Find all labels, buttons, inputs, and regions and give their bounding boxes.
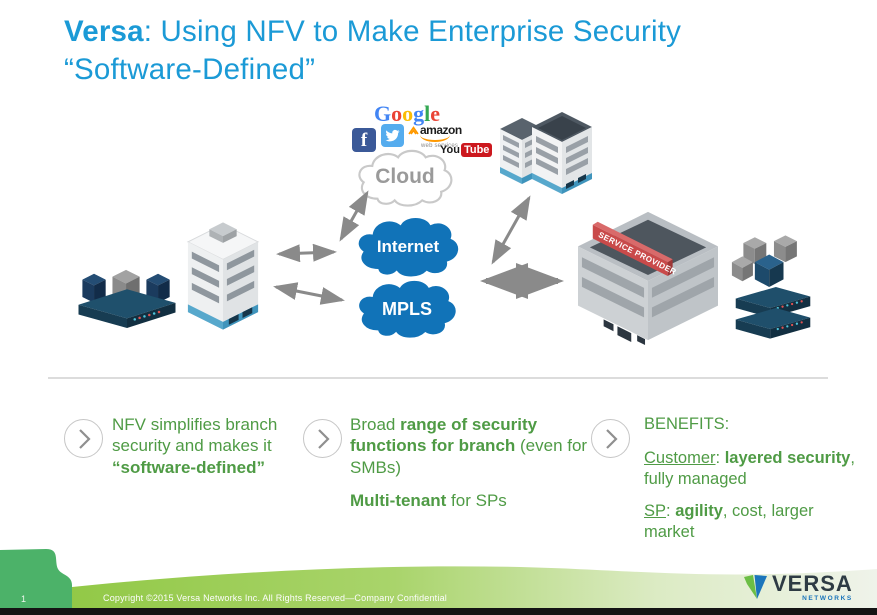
copyright-text: Copyright ©2015 Versa Networks Inc. All … <box>103 593 447 603</box>
facebook-icon: f <box>352 128 376 152</box>
sp-nfv-appliance-stack <box>731 235 811 339</box>
chevron-bullet-icon <box>64 419 103 458</box>
bullet-security-functions: Broad range of security functions for br… <box>350 414 588 512</box>
internet-cloud: Internet <box>351 213 465 281</box>
bullet-paragraph: Broad range of security functions for br… <box>350 415 588 477</box>
bullet-nfv-simplifies: NFV simplifies branch security and makes… <box>112 415 278 477</box>
chevron-bullet-icon <box>303 419 342 458</box>
base-doors <box>228 307 253 325</box>
amazon-wordmark: amazon <box>420 123 462 137</box>
arrow-branch-mpls <box>273 282 345 305</box>
amazon-smile-icon <box>420 135 450 142</box>
twitter-icon <box>381 124 404 147</box>
chevron-right-icon <box>605 428 618 449</box>
branch-office-building <box>186 222 260 330</box>
benefits-heading: BENEFITS: <box>644 415 730 433</box>
cloud-outline-icon <box>358 149 453 207</box>
bullet-paragraph: Multi-tenant for SPs <box>350 491 507 511</box>
mpls-cloud: MPLS <box>351 276 463 342</box>
footer-green-blob <box>0 549 72 608</box>
service-provider-building: SERVICE PROVIDER <box>578 211 718 346</box>
entrance-doors <box>603 319 646 346</box>
mpls-label: MPLS <box>381 299 432 319</box>
section-divider <box>48 377 828 379</box>
benefit-customer: Customer: layered security, fully manage… <box>644 448 855 488</box>
window-bands <box>581 257 715 318</box>
arrow-internet-hq <box>491 195 531 265</box>
twitter-bird-icon <box>385 129 400 142</box>
footer-wave <box>0 549 877 615</box>
youtube-logo: You Tube <box>440 143 493 157</box>
chevron-right-icon <box>78 428 91 449</box>
windows <box>191 249 255 304</box>
versa-v-icon <box>744 574 767 599</box>
cloud-label: Cloud <box>375 165 435 188</box>
google-logo: Google <box>374 101 441 126</box>
chassis-2 <box>735 308 811 339</box>
arrow-branch-internet <box>276 243 337 263</box>
slide-title-brand: Versa <box>64 15 144 48</box>
chevron-bullet-icon <box>591 419 630 458</box>
branch-cpe-appliance <box>78 269 176 329</box>
mpls-cloud-icon <box>357 279 457 340</box>
footer-green-band <box>0 566 877 608</box>
aws-mark-icon <box>408 126 419 135</box>
versa-wordmark: VERSA NETWORKS <box>772 571 853 603</box>
amazon-web-services-logo: amazon web services <box>407 123 463 149</box>
port-leds <box>133 310 161 321</box>
internet-label: Internet <box>376 237 440 256</box>
slide-title: Versa: Using NFV to Make Enterprise Secu… <box>64 13 704 89</box>
slide-title-rest: : Using NFV to Make Enterprise Security … <box>64 15 682 86</box>
bullet-benefits: BENEFITS: Customer: layered security, fu… <box>644 414 866 543</box>
vnf-cubes <box>731 235 797 287</box>
versa-networks-logo: VERSA NETWORKS <box>742 573 853 602</box>
page-number: 1 <box>21 594 27 604</box>
benefit-sp: SP: agility, cost, larger market <box>644 502 814 542</box>
chevron-right-icon <box>317 428 330 449</box>
aws-subtext: web services <box>421 143 459 149</box>
public-cloud-shape: Cloud <box>348 147 462 209</box>
footer-black-bar <box>0 608 877 615</box>
headquarters-buildings <box>500 112 592 194</box>
